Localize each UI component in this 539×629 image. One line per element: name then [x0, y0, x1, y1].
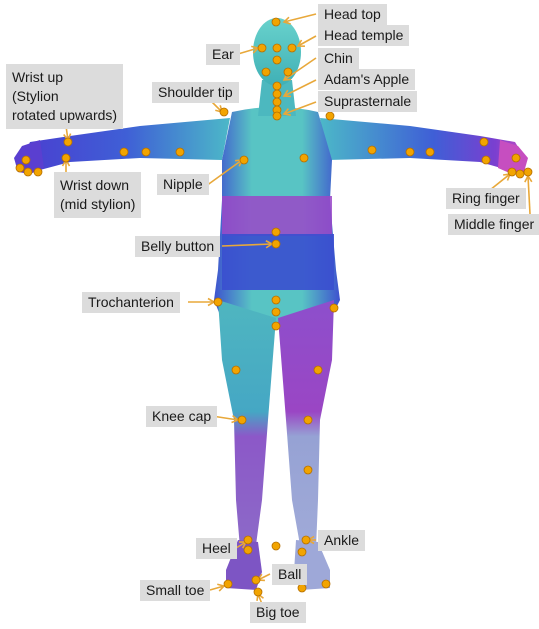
- landmark-dot: [288, 44, 296, 52]
- landmark-dot: [304, 416, 312, 424]
- landmark-dot: [524, 168, 532, 176]
- landmark-dot: [254, 588, 262, 596]
- landmark-dot: [22, 156, 30, 164]
- label-ring-finger: Ring finger: [446, 188, 526, 209]
- landmark-dot: [252, 576, 260, 584]
- landmark-dot: [322, 580, 330, 588]
- label-ankle: Ankle: [318, 530, 365, 551]
- landmark-dot: [244, 536, 252, 544]
- label-wrist-up: Wrist up (Stylion rotated upwards): [6, 64, 123, 129]
- landmark-dot: [298, 584, 306, 592]
- left-leg-shape: [218, 300, 276, 548]
- landmark-dot: [272, 322, 280, 330]
- landmark-dot: [272, 228, 280, 236]
- landmark-dot: [220, 108, 228, 116]
- landmark-dot: [273, 112, 281, 120]
- label-heel: Heel: [196, 538, 237, 559]
- pointer-arrow-line: [528, 176, 530, 214]
- landmark-dot: [238, 416, 246, 424]
- landmark-dot: [480, 138, 488, 146]
- landmark-dot: [302, 536, 310, 544]
- label-ear: Ear: [206, 44, 240, 65]
- landmark-dot: [24, 168, 32, 176]
- label-adams-apple: Adam's Apple: [318, 69, 415, 90]
- landmark-dot: [426, 148, 434, 156]
- landmark-dot: [272, 296, 280, 304]
- landmark-dot: [330, 304, 338, 312]
- landmark-dot: [314, 366, 322, 374]
- landmark-dot: [224, 580, 232, 588]
- landmark-dot: [34, 168, 42, 176]
- landmark-dot: [482, 156, 490, 164]
- landmark-dot: [214, 298, 222, 306]
- label-wrist-down: Wrist down (mid stylion): [54, 172, 141, 218]
- landmark-dot: [262, 68, 270, 76]
- landmark-dot: [273, 44, 281, 52]
- landmark-dot: [273, 90, 281, 98]
- label-belly-button: Belly button: [135, 236, 220, 257]
- landmark-dot: [272, 240, 280, 248]
- label-ball: Ball: [272, 564, 307, 585]
- label-small-toe: Small toe: [140, 580, 210, 601]
- landmark-dot: [232, 366, 240, 374]
- label-middle-finger: Middle finger: [448, 214, 539, 235]
- label-shoulder-tip: Shoulder tip: [152, 82, 239, 103]
- right-leg-shape: [278, 300, 334, 548]
- landmark-dot: [326, 112, 334, 120]
- label-suprasternale: Suprasternale: [318, 91, 417, 112]
- label-chin: Chin: [318, 48, 359, 69]
- landmark-dot: [120, 148, 128, 156]
- landmark-dot: [298, 548, 306, 556]
- label-big-toe: Big toe: [250, 602, 306, 623]
- landmark-dot: [300, 154, 308, 162]
- landmark-dot: [142, 148, 150, 156]
- landmark-dot: [16, 164, 24, 172]
- landmark-dot: [516, 170, 524, 178]
- landmark-dot: [244, 546, 252, 554]
- landmark-dot: [62, 154, 70, 162]
- label-trochanterion: Trochanterion: [82, 292, 180, 313]
- landmark-dot: [368, 146, 376, 154]
- landmark-dot: [512, 154, 520, 162]
- landmark-dot: [258, 44, 266, 52]
- landmark-dot: [273, 98, 281, 106]
- landmark-dot: [273, 56, 281, 64]
- landmark-dot: [284, 68, 292, 76]
- landmark-dot: [273, 82, 281, 90]
- landmark-dot: [272, 542, 280, 550]
- landmark-dot: [176, 148, 184, 156]
- landmark-dot: [272, 308, 280, 316]
- landmark-dot: [240, 156, 248, 164]
- label-nipple: Nipple: [157, 174, 209, 195]
- right-arm-shape: [320, 118, 526, 170]
- label-knee-cap: Knee cap: [146, 406, 217, 427]
- label-head-temple: Head temple: [318, 25, 409, 46]
- landmark-dot: [508, 168, 516, 176]
- landmark-dot: [64, 138, 72, 146]
- landmark-dot: [406, 148, 414, 156]
- landmark-dot: [272, 18, 280, 26]
- landmark-dot: [304, 466, 312, 474]
- label-head-top: Head top: [318, 4, 387, 25]
